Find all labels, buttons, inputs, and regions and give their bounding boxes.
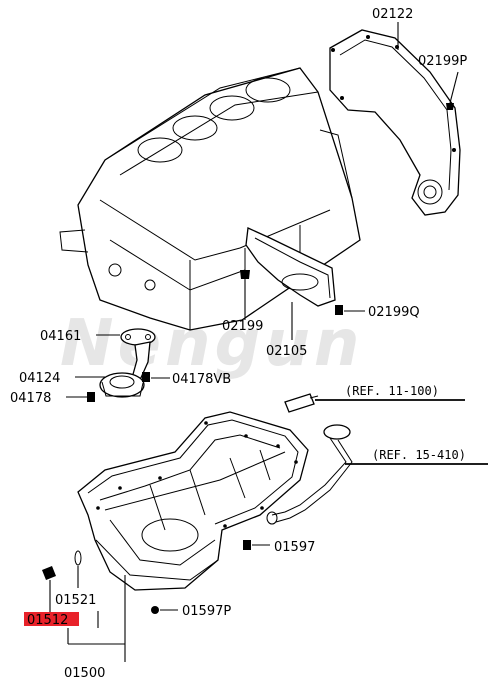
label-01521[interactable]: 01521	[55, 593, 96, 608]
label-02105[interactable]: 02105	[266, 344, 307, 359]
drain-plug-drawing	[42, 550, 82, 580]
oil-level-sensor-drawing	[284, 393, 319, 413]
label-04161[interactable]: 04161	[40, 329, 81, 344]
dipstick-tube-drawing	[266, 424, 353, 525]
oil-pan-drawing	[77, 411, 309, 591]
leader-lines	[49, 22, 488, 662]
label-01500[interactable]: 01500	[64, 666, 105, 681]
bolt-02199q-drawing	[335, 305, 343, 315]
bolt-02199p-drawing	[446, 103, 454, 110]
strainer-bolts-drawing	[87, 372, 150, 402]
ref-11-100-label[interactable]: (REF. 11-100)	[345, 384, 439, 398]
label-02122[interactable]: 02122	[372, 7, 413, 22]
label-04124[interactable]: 04124	[19, 371, 60, 386]
oil-strainer-drawing	[99, 341, 151, 398]
label-02199p[interactable]: 02199P	[418, 54, 467, 69]
pan-bolts-drawing	[151, 540, 251, 614]
label-01512[interactable]: 01512	[27, 613, 68, 628]
rear-cover-drawing	[245, 227, 336, 307]
flywheel-cover-drawing	[329, 29, 461, 216]
label-02199q[interactable]: 02199Q	[368, 305, 420, 320]
label-04178vb[interactable]: 04178VB	[172, 372, 231, 387]
ref-15-410-label[interactable]: (REF. 15-410)	[372, 448, 466, 462]
label-01597[interactable]: 01597	[274, 540, 315, 555]
label-01597p[interactable]: 01597P	[182, 604, 231, 619]
label-02199[interactable]: 02199	[222, 319, 263, 334]
label-04178[interactable]: 04178	[10, 391, 51, 406]
highlight-box	[24, 612, 79, 626]
bolt-02199-drawing	[240, 270, 250, 279]
gasket-drawing	[120, 328, 156, 346]
